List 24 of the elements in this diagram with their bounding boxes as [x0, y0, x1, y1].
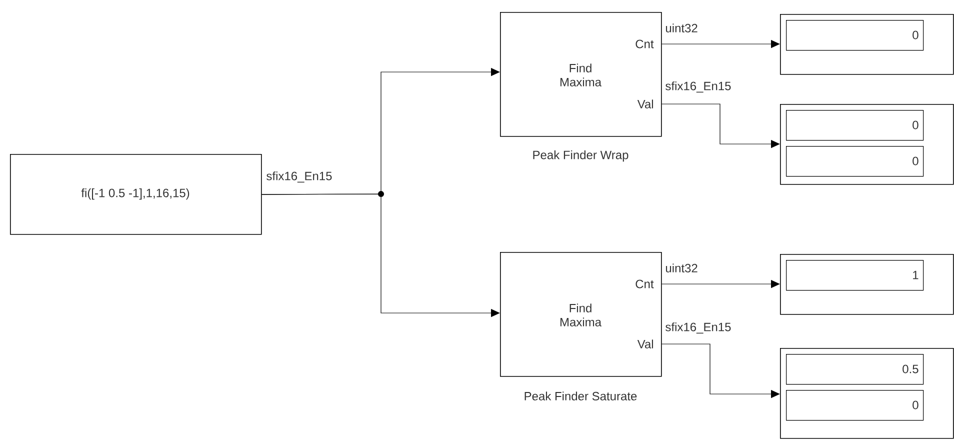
- block-name: Peak Finder Saturate: [524, 392, 637, 400]
- display-field: 1: [786, 260, 924, 291]
- edge-label: uint32: [664, 22, 699, 34]
- source-block: fi([-1 0.5 -1],1,16,15): [10, 154, 262, 235]
- port-label: Val: [637, 100, 653, 108]
- display-block: [780, 14, 954, 75]
- edge-label: sfix16_En15: [265, 170, 334, 184]
- port-label: Val: [637, 340, 653, 348]
- display-block: [780, 348, 954, 439]
- display-field: 0: [786, 146, 924, 177]
- port-label: Cnt: [636, 280, 654, 288]
- port-label: Cnt: [636, 40, 654, 48]
- display-block: [780, 254, 954, 315]
- display-field: 0.5: [786, 354, 924, 385]
- edge-label: sfix16_En15: [664, 80, 732, 94]
- display-field: 0: [786, 20, 924, 51]
- block-label: Find Maxima: [560, 64, 602, 86]
- block-label: Find Maxima: [560, 304, 602, 326]
- display-block: [780, 104, 954, 185]
- display-field: 0: [786, 110, 924, 141]
- display-field: 0: [786, 390, 924, 421]
- edge-label: uint32: [664, 262, 699, 274]
- block-name: Peak Finder Wrap: [533, 150, 628, 162]
- edge-label: sfix16_En15: [664, 321, 732, 335]
